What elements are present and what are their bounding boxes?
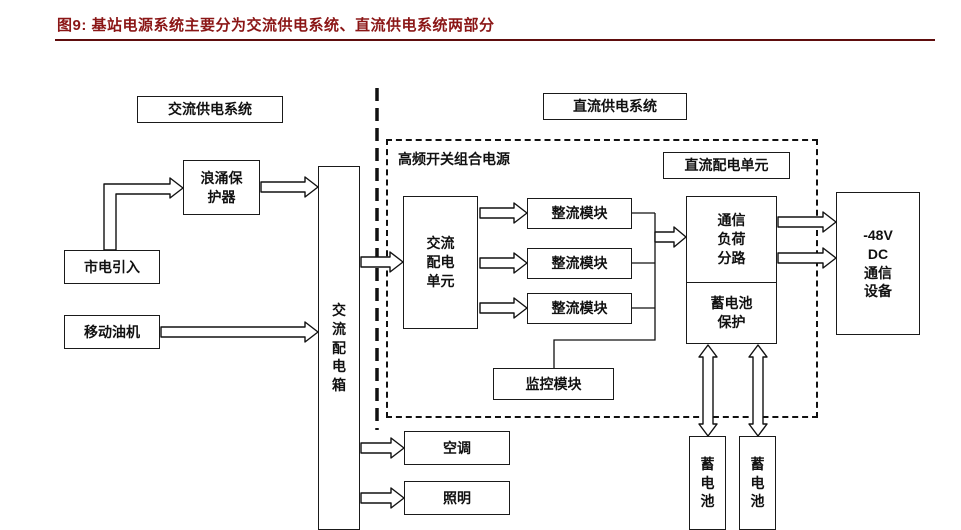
ac-system-section-label: 交流供电系统 (137, 96, 283, 123)
air-conditioner-box: 空调 (404, 431, 510, 465)
battery-box-1: 蓄 电 池 (689, 436, 726, 530)
dc-system-section-label: 直流供电系统 (543, 93, 687, 120)
dc-equipment-box: -48V DC 通信 设备 (836, 192, 920, 335)
lighting-box: 照明 (404, 481, 510, 515)
hf-power-supply-label: 高频开关组合电源 (398, 151, 510, 167)
ac-distribution-unit-box: 交流 配电 单元 (403, 196, 478, 329)
figure-title: 图9: 基站电源系统主要分为交流供电系统、直流供电系统两部分 (57, 17, 495, 34)
rectifier-module-3: 整流模块 (527, 293, 632, 324)
battery-protection-box: 蓄电池 保护 (686, 282, 777, 344)
dc-distribution-unit-box: 直流配电单元 (663, 152, 790, 179)
arrow-cabinet-to-lighting (360, 487, 405, 509)
arrow-generator-to-cabinet (160, 321, 319, 343)
comm-load-branch-box: 通信 负荷 分路 (686, 196, 777, 283)
hf-power-supply-boundary (386, 139, 818, 418)
arrow-mains-to-surge (103, 177, 184, 251)
battery-box-2: 蓄 电 池 (739, 436, 776, 530)
arrow-surge-to-cabinet (260, 176, 319, 198)
ac-distribution-cabinet-box: 交 流 配 电 箱 (318, 166, 360, 530)
mains-input-box: 市电引入 (64, 250, 160, 284)
rectifier-module-1: 整流模块 (527, 198, 632, 229)
mobile-generator-box: 移动油机 (64, 315, 160, 349)
arrow-cabinet-to-air-conditioner (360, 437, 405, 459)
rectifier-module-2: 整流模块 (527, 248, 632, 279)
surge-protector-box: 浪涌保 护器 (183, 160, 260, 215)
monitoring-module-box: 监控模块 (493, 368, 614, 400)
title-underline (55, 39, 935, 41)
